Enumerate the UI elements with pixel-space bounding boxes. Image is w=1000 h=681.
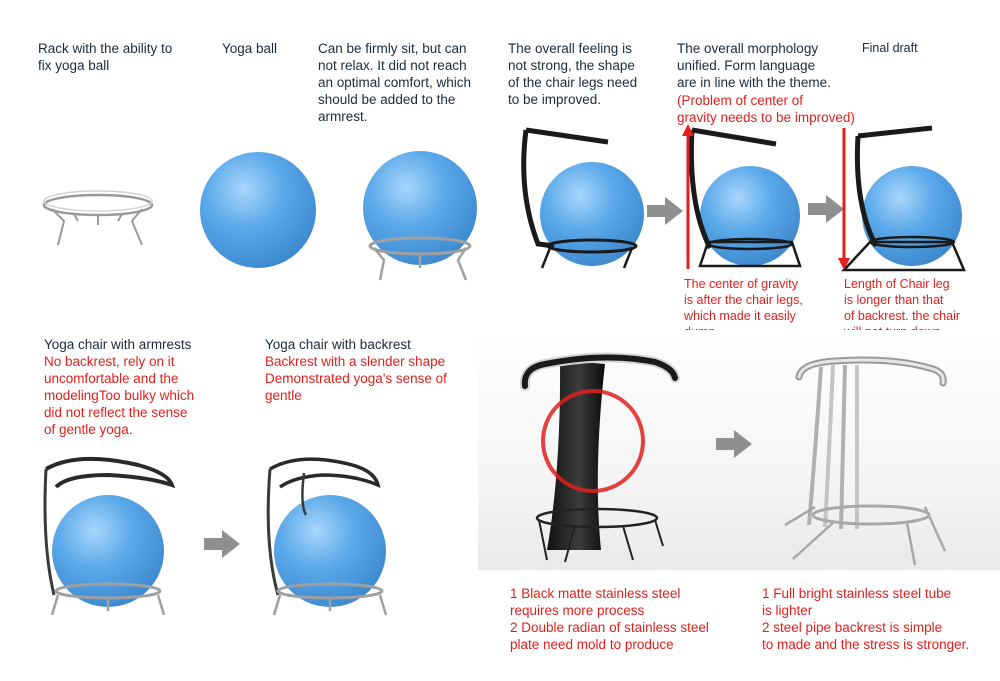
caption-rack: Rack with the ability to fix yoga ball [38,41,173,73]
backrest-note: Backrest with a slender shape Demonstrat… [265,354,447,403]
morphology-chair-figure [688,127,802,268]
right-arrow-icon [204,530,240,558]
bright-steel-note: 1 Full bright stainless steel tube is li… [762,586,970,652]
rack-figure [42,190,154,246]
final-draft-chair-figure [841,125,966,272]
backrest-chair-figure [266,457,388,616]
caption-overall-feeling: The overall feeling is not strong, the s… [508,41,638,107]
right-arrow-icon [808,195,844,223]
right-arrow-icon [647,197,683,225]
caption-firm-sit: Can be firmly sit, but can not relax. It… [318,41,472,124]
ball-on-rack-figure [363,151,477,281]
armrest-note: No backrest, rely on it uncomfortable an… [44,354,195,437]
black-frame-chair-figure [521,127,644,269]
highlight-circle-icon [541,389,645,493]
caption-yoga-ball: Yoga ball [222,41,278,56]
yoga-ball-figure [200,152,316,268]
armrest-chair-figure [43,456,176,616]
backrest-title: Yoga chair with backrest [265,337,411,352]
caption-morphology-problem: (Problem of center of gravity needs to b… [677,93,855,125]
bright-steel-render-figure [784,356,947,566]
gravity-note: The center of gravity is after the chair… [684,277,803,339]
up-arrow-icon [682,124,694,269]
caption-morphology: The overall morphology unified. Form lan… [677,41,831,90]
armrest-title: Yoga chair with armrests [44,337,192,352]
caption-final-draft: Final draft [862,41,918,55]
black-steel-render-figure [519,352,680,563]
right-arrow-icon [716,430,752,458]
down-arrow-icon [838,128,850,270]
black-steel-note: 1 Black matte stainless steel requires m… [510,586,709,652]
